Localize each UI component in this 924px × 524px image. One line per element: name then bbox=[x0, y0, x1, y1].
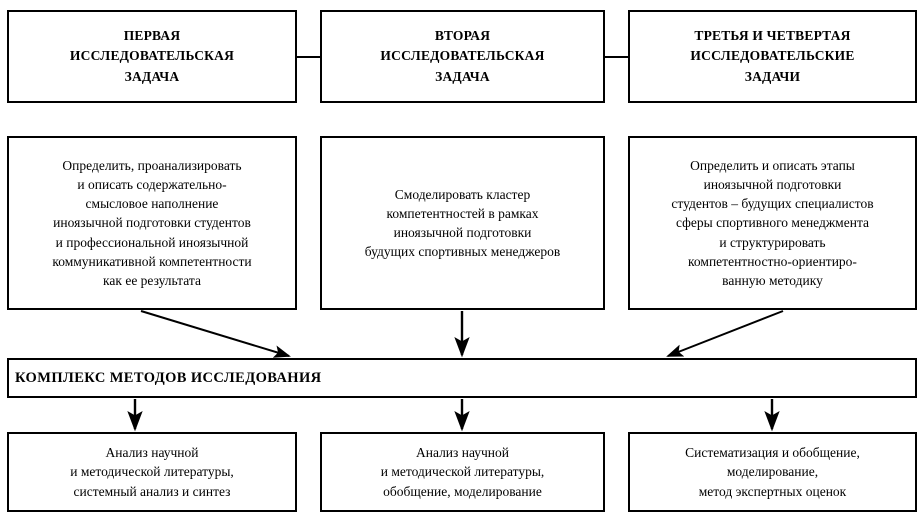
method-line: Систематизация и обобщение, bbox=[685, 444, 860, 460]
task-line: будущих спортивных менеджеров bbox=[364, 244, 561, 260]
task-box-2: Смоделировать кластер компетентностей в … bbox=[320, 136, 605, 310]
header-line: ВТОРАЯ bbox=[434, 27, 491, 43]
arrow-task1-to-banner bbox=[140, 310, 291, 358]
header-line: ЗАДАЧА bbox=[124, 68, 180, 84]
methods-box-3: Систематизация и обобщение, моделировани… bbox=[628, 432, 917, 512]
header-box-task-2: ВТОРАЯ ИССЛЕДОВАТЕЛЬСКАЯ ЗАДАЧА bbox=[320, 10, 605, 103]
arrow-task34-to-banner bbox=[666, 310, 784, 357]
task-line: Определить, проанализировать bbox=[62, 157, 242, 173]
task-box-3-4-text: Определить и описать этапы иноязычной по… bbox=[630, 156, 915, 290]
methods-banner-text: КОМПЛЕКС МЕТОДОВ ИССЛЕДОВАНИЯ bbox=[15, 369, 322, 386]
header-connector-1-2 bbox=[297, 56, 320, 58]
task-line: и профессиональной иноязычной bbox=[55, 234, 249, 250]
task-box-2-text: Смоделировать кластер компетентностей в … bbox=[322, 185, 603, 262]
method-line: и методической литературы, bbox=[380, 464, 545, 480]
task-line: студентов – будущих специалистов bbox=[671, 196, 874, 212]
method-line: обобщение, моделирование bbox=[383, 483, 542, 499]
method-line: системный анализ и синтез bbox=[73, 483, 231, 499]
header-box-task-1-text: ПЕРВАЯ ИССЛЕДОВАТЕЛЬСКАЯ ЗАДАЧА bbox=[9, 26, 295, 88]
task-line: и описать содержательно- bbox=[77, 177, 227, 193]
header-line: ИССЛЕДОВАТЕЛЬСКАЯ bbox=[380, 48, 545, 64]
task-line: Смоделировать кластер bbox=[394, 186, 531, 202]
task-box-1-text: Определить, проанализировать и описать с… bbox=[9, 156, 295, 290]
task-box-3-4: Определить и описать этапы иноязычной по… bbox=[628, 136, 917, 310]
task-line: компетентностно-ориентиро- bbox=[688, 253, 857, 269]
header-line: ЗАДАЧА bbox=[435, 68, 490, 84]
methods-box-1: Анализ научной и методической литературы… bbox=[7, 432, 297, 512]
header-box-task-3-4: ТРЕТЬЯ И ЧЕТВЕРТАЯ ИССЛЕДОВАТЕЛЬСКИЕ ЗАД… bbox=[628, 10, 917, 103]
methods-box-2: Анализ научной и методической литературы… bbox=[320, 432, 605, 512]
header-connector-2-3 bbox=[605, 56, 628, 58]
task-line: иноязычной подготовки студентов bbox=[53, 215, 251, 231]
methods-box-2-text: Анализ научной и методической литературы… bbox=[322, 443, 603, 502]
header-line: ПЕРВАЯ bbox=[123, 27, 181, 43]
methods-banner: КОМПЛЕКС МЕТОДОВ ИССЛЕДОВАНИЯ bbox=[7, 358, 917, 398]
task-line: Определить и описать этапы bbox=[690, 157, 855, 173]
task-line: как ее результата bbox=[103, 272, 201, 288]
method-line: моделирование, bbox=[726, 464, 819, 480]
task-line: иноязычной подготовки bbox=[393, 225, 532, 240]
methods-box-3-text: Систематизация и обобщение, моделировани… bbox=[630, 443, 915, 502]
header-line: ЗАДАЧИ bbox=[744, 68, 801, 84]
header-line: ТРЕТЬЯ И ЧЕТВЕРТАЯ bbox=[694, 27, 851, 43]
header-box-task-2-text: ВТОРАЯ ИССЛЕДОВАТЕЛЬСКАЯ ЗАДАЧА bbox=[322, 26, 603, 88]
header-line: ИССЛЕДОВАТЕЛЬСКАЯ bbox=[69, 48, 235, 64]
method-line: метод экспертных оценок bbox=[698, 483, 847, 499]
task-line: ванную методику bbox=[722, 272, 823, 288]
task-line: сферы спортивного менеджмента bbox=[675, 215, 869, 231]
task-line: компетентностей в рамках bbox=[386, 205, 539, 221]
header-line: ИССЛЕДОВАТЕЛЬСКИЕ bbox=[690, 48, 855, 64]
method-line: и методической литературы, bbox=[70, 464, 234, 480]
task-line: смысловое наполнение bbox=[85, 196, 219, 212]
task-line: коммуникативной компетентности bbox=[52, 253, 252, 269]
header-box-task-3-4-text: ТРЕТЬЯ И ЧЕТВЕРТАЯ ИССЛЕДОВАТЕЛЬСКИЕ ЗАД… bbox=[630, 26, 915, 88]
header-box-task-1: ПЕРВАЯ ИССЛЕДОВАТЕЛЬСКАЯ ЗАДАЧА bbox=[7, 10, 297, 103]
methods-box-1-text: Анализ научной и методической литературы… bbox=[9, 443, 295, 502]
task-box-1: Определить, проанализировать и описать с… bbox=[7, 136, 297, 310]
task-line: и структурировать bbox=[719, 234, 826, 250]
method-line: Анализ научной bbox=[415, 444, 510, 460]
task-line: иноязычной подготовки bbox=[703, 177, 842, 193]
method-line: Анализ научной bbox=[105, 444, 199, 460]
